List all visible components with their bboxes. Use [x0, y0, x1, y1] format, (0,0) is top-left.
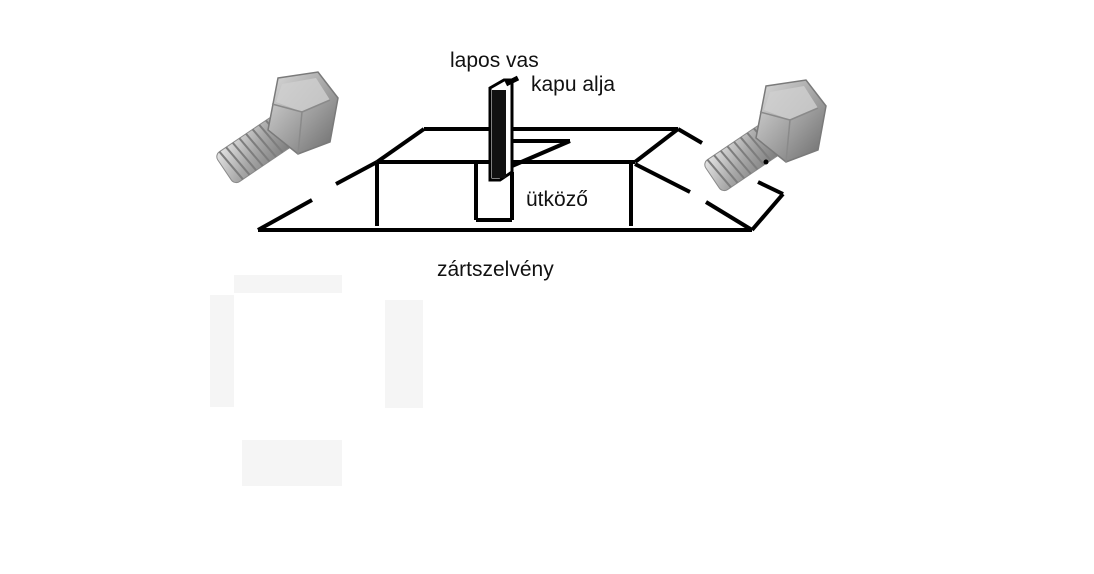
flat-iron-bar — [488, 75, 520, 182]
ghost-marks — [210, 275, 423, 486]
dot-marker — [763, 159, 769, 165]
gate-bottom-label: kapu alja — [531, 73, 616, 96]
rectangular-tube-label: zártszelvény — [437, 258, 554, 281]
stopper-label: ütköző — [526, 188, 588, 211]
flat-iron-label: lapos vas — [450, 49, 539, 72]
hex-bolt-icon — [213, 71, 339, 186]
tube-sketch — [257, 127, 785, 232]
hex-bolt-icon — [701, 79, 827, 194]
